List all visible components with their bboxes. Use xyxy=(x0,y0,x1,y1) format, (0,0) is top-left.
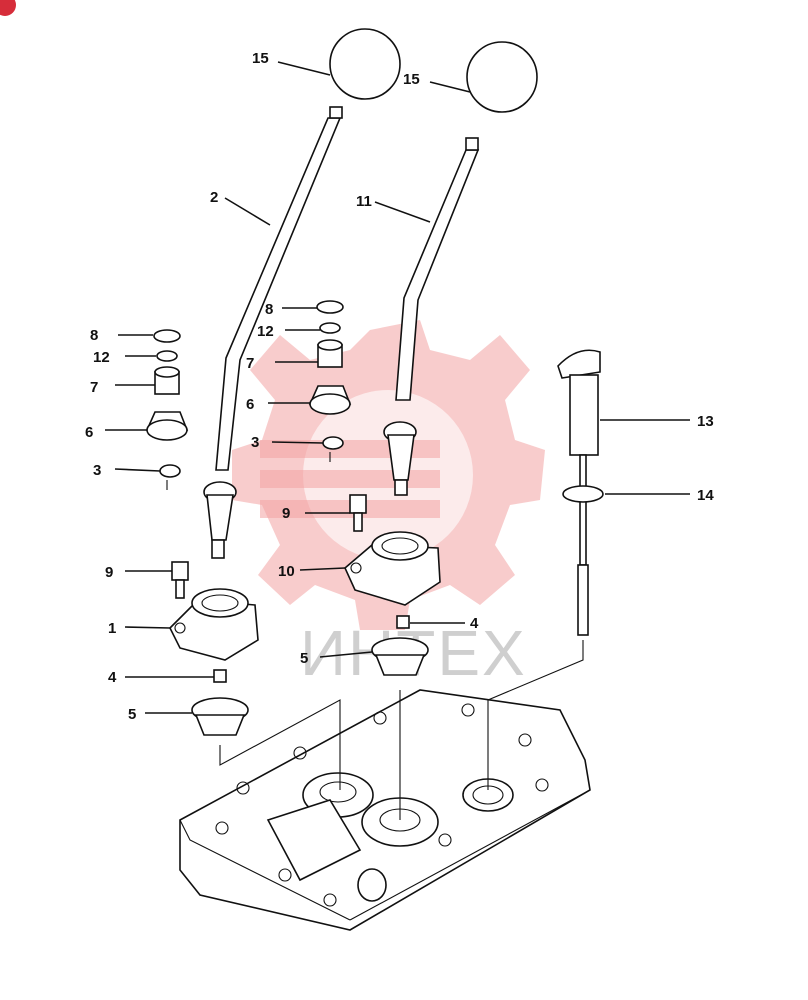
block-left xyxy=(213,669,227,683)
callout-8-right: 8 xyxy=(265,301,273,318)
watermark-gear-icon xyxy=(232,320,545,630)
lever-left xyxy=(203,106,343,559)
callout-12-left: 12 xyxy=(93,349,110,366)
boot-right xyxy=(371,637,429,676)
callout-10: 10 xyxy=(278,563,295,580)
callout-14: 14 xyxy=(697,487,714,504)
callout-12-right: 12 xyxy=(257,323,274,340)
callout-1: 1 xyxy=(108,620,116,637)
callout-13: 13 xyxy=(697,413,714,430)
boot-left xyxy=(191,697,249,736)
callout-4-right: 4 xyxy=(470,615,479,632)
housing-left xyxy=(169,588,259,661)
spring-stack-left xyxy=(145,329,189,478)
callout-7-left: 7 xyxy=(90,379,98,396)
callout-7-right: 7 xyxy=(246,355,254,372)
block-right xyxy=(396,615,410,629)
o-ring xyxy=(562,485,604,503)
housing-right xyxy=(344,531,441,606)
knob-left xyxy=(329,28,401,100)
bolt-right xyxy=(349,494,367,532)
callout-5-left: 5 xyxy=(128,706,136,723)
callout-8-left: 8 xyxy=(90,327,98,344)
callout-3-left: 3 xyxy=(93,462,101,479)
callout-6-right: 6 xyxy=(246,396,254,413)
callout-15-left: 15 xyxy=(252,50,269,67)
callout-3-right: 3 xyxy=(251,434,259,451)
callout-6-left: 6 xyxy=(85,424,93,441)
dipstick xyxy=(557,349,601,636)
callout-2: 2 xyxy=(210,189,218,206)
callout-15-right: 15 xyxy=(403,71,420,88)
callout-5-right: 5 xyxy=(300,650,308,667)
callout-11: 11 xyxy=(356,193,372,210)
spring-stack-right xyxy=(308,300,352,450)
bolt-left xyxy=(171,561,189,599)
callout-4-left: 4 xyxy=(108,669,117,686)
knob-right xyxy=(466,41,538,113)
callout-9-right: 9 xyxy=(282,505,290,522)
lever-right xyxy=(383,137,480,496)
base-plate xyxy=(179,689,591,931)
corner-badge xyxy=(0,0,16,16)
callout-9-left: 9 xyxy=(105,564,113,581)
